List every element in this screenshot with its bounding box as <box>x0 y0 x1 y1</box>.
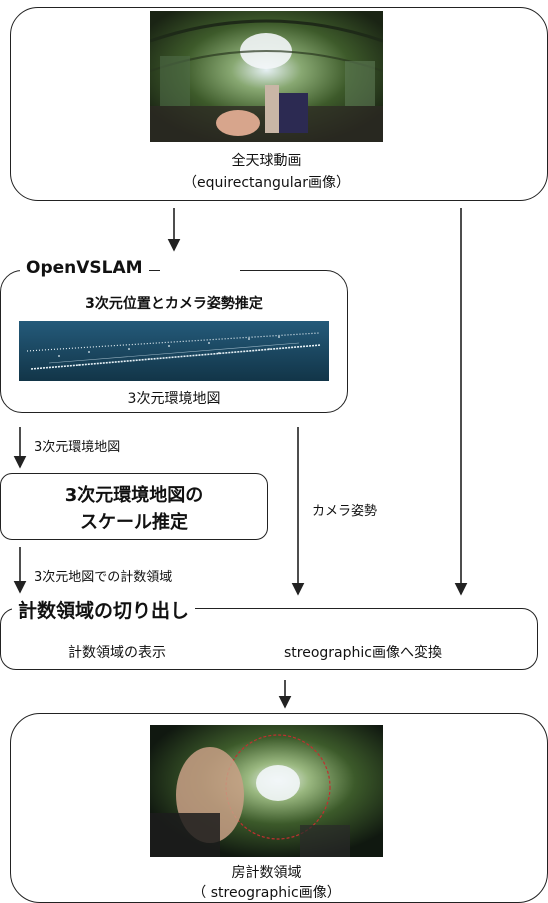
crop-step-convert: streographic画像へ変換 <box>284 645 442 661</box>
label-measure-region: 3次元地図での計数領域 <box>34 570 173 585</box>
openvslam-label-gap <box>160 270 240 272</box>
scale-line1: 3次元環境地図の <box>64 485 204 506</box>
stereographic-image <box>150 725 383 857</box>
openvslam-section-label: OpenVSLAM <box>20 258 149 278</box>
video-caption-line2: （equirectangular画像） <box>183 175 350 191</box>
openvslam-title: 3次元位置とカメラ姿勢推定 <box>85 296 263 312</box>
output-caption-line2: （ streographic画像） <box>192 885 341 901</box>
openvslam-caption: 3次元環境地図 <box>127 391 221 407</box>
crop-section-label: 計数領域の切り出し <box>12 596 196 623</box>
video-caption-line1: 全天球動画 <box>231 153 302 169</box>
scale-line2: スケール推定 <box>80 512 188 533</box>
crop-step-display: 計数領域の表示 <box>68 645 166 661</box>
scale-estimation-box <box>0 473 268 540</box>
output-caption-line1: 房計数領域 <box>231 865 302 881</box>
label-camera-pose: カメラ姿勢 <box>312 504 378 519</box>
label-map: 3次元環境地図 <box>34 440 121 455</box>
point-cloud-map <box>19 321 329 381</box>
equirectangular-image <box>150 11 383 142</box>
